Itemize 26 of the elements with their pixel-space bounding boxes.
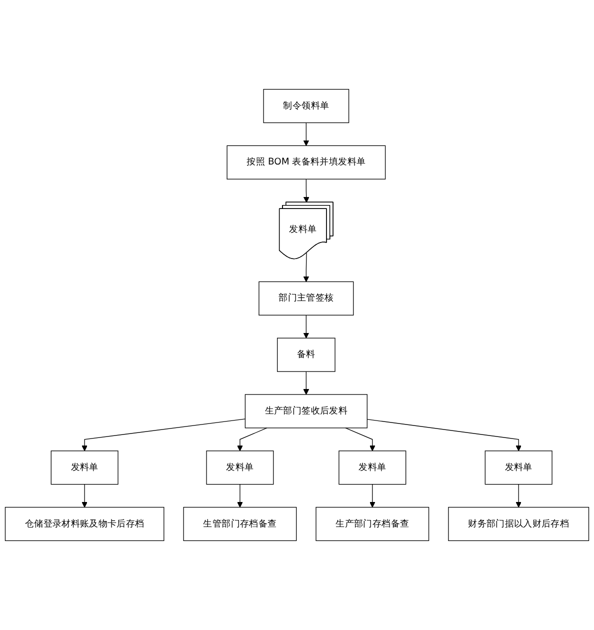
arrow bbox=[303, 252, 310, 282]
node-box: 财务部门据以入财后存档 bbox=[448, 506, 590, 542]
arrow bbox=[303, 178, 310, 203]
arrow bbox=[370, 484, 376, 508]
node-box: 生产部门签收后发料 bbox=[244, 394, 368, 428]
arrow bbox=[82, 418, 246, 452]
node-box: 按照 BOM 表备料并填发料单 bbox=[226, 145, 386, 180]
arrow bbox=[303, 314, 310, 338]
node-box: 发料单 bbox=[484, 450, 552, 485]
node-box: 发料单 bbox=[206, 450, 274, 485]
node-box: 发料单 bbox=[338, 450, 406, 485]
node-box: 生管部门存档备查 bbox=[183, 506, 297, 542]
arrow bbox=[82, 484, 88, 508]
arrow bbox=[303, 371, 310, 395]
arrow bbox=[345, 428, 376, 452]
node-box: 仓储登录材料账及物卡后存档 bbox=[4, 506, 164, 542]
node-box: 发料单 bbox=[50, 450, 118, 485]
node-box: 备料 bbox=[277, 338, 336, 372]
node-box: 制令领料单 bbox=[263, 88, 350, 124]
node-box: 部门主管签核 bbox=[258, 281, 354, 316]
arrow bbox=[303, 122, 310, 146]
node-box: 生产部门存档备查 bbox=[316, 506, 430, 542]
arrow bbox=[516, 484, 522, 508]
arrow bbox=[366, 418, 522, 452]
arrow bbox=[237, 484, 243, 508]
arrow bbox=[237, 428, 268, 452]
